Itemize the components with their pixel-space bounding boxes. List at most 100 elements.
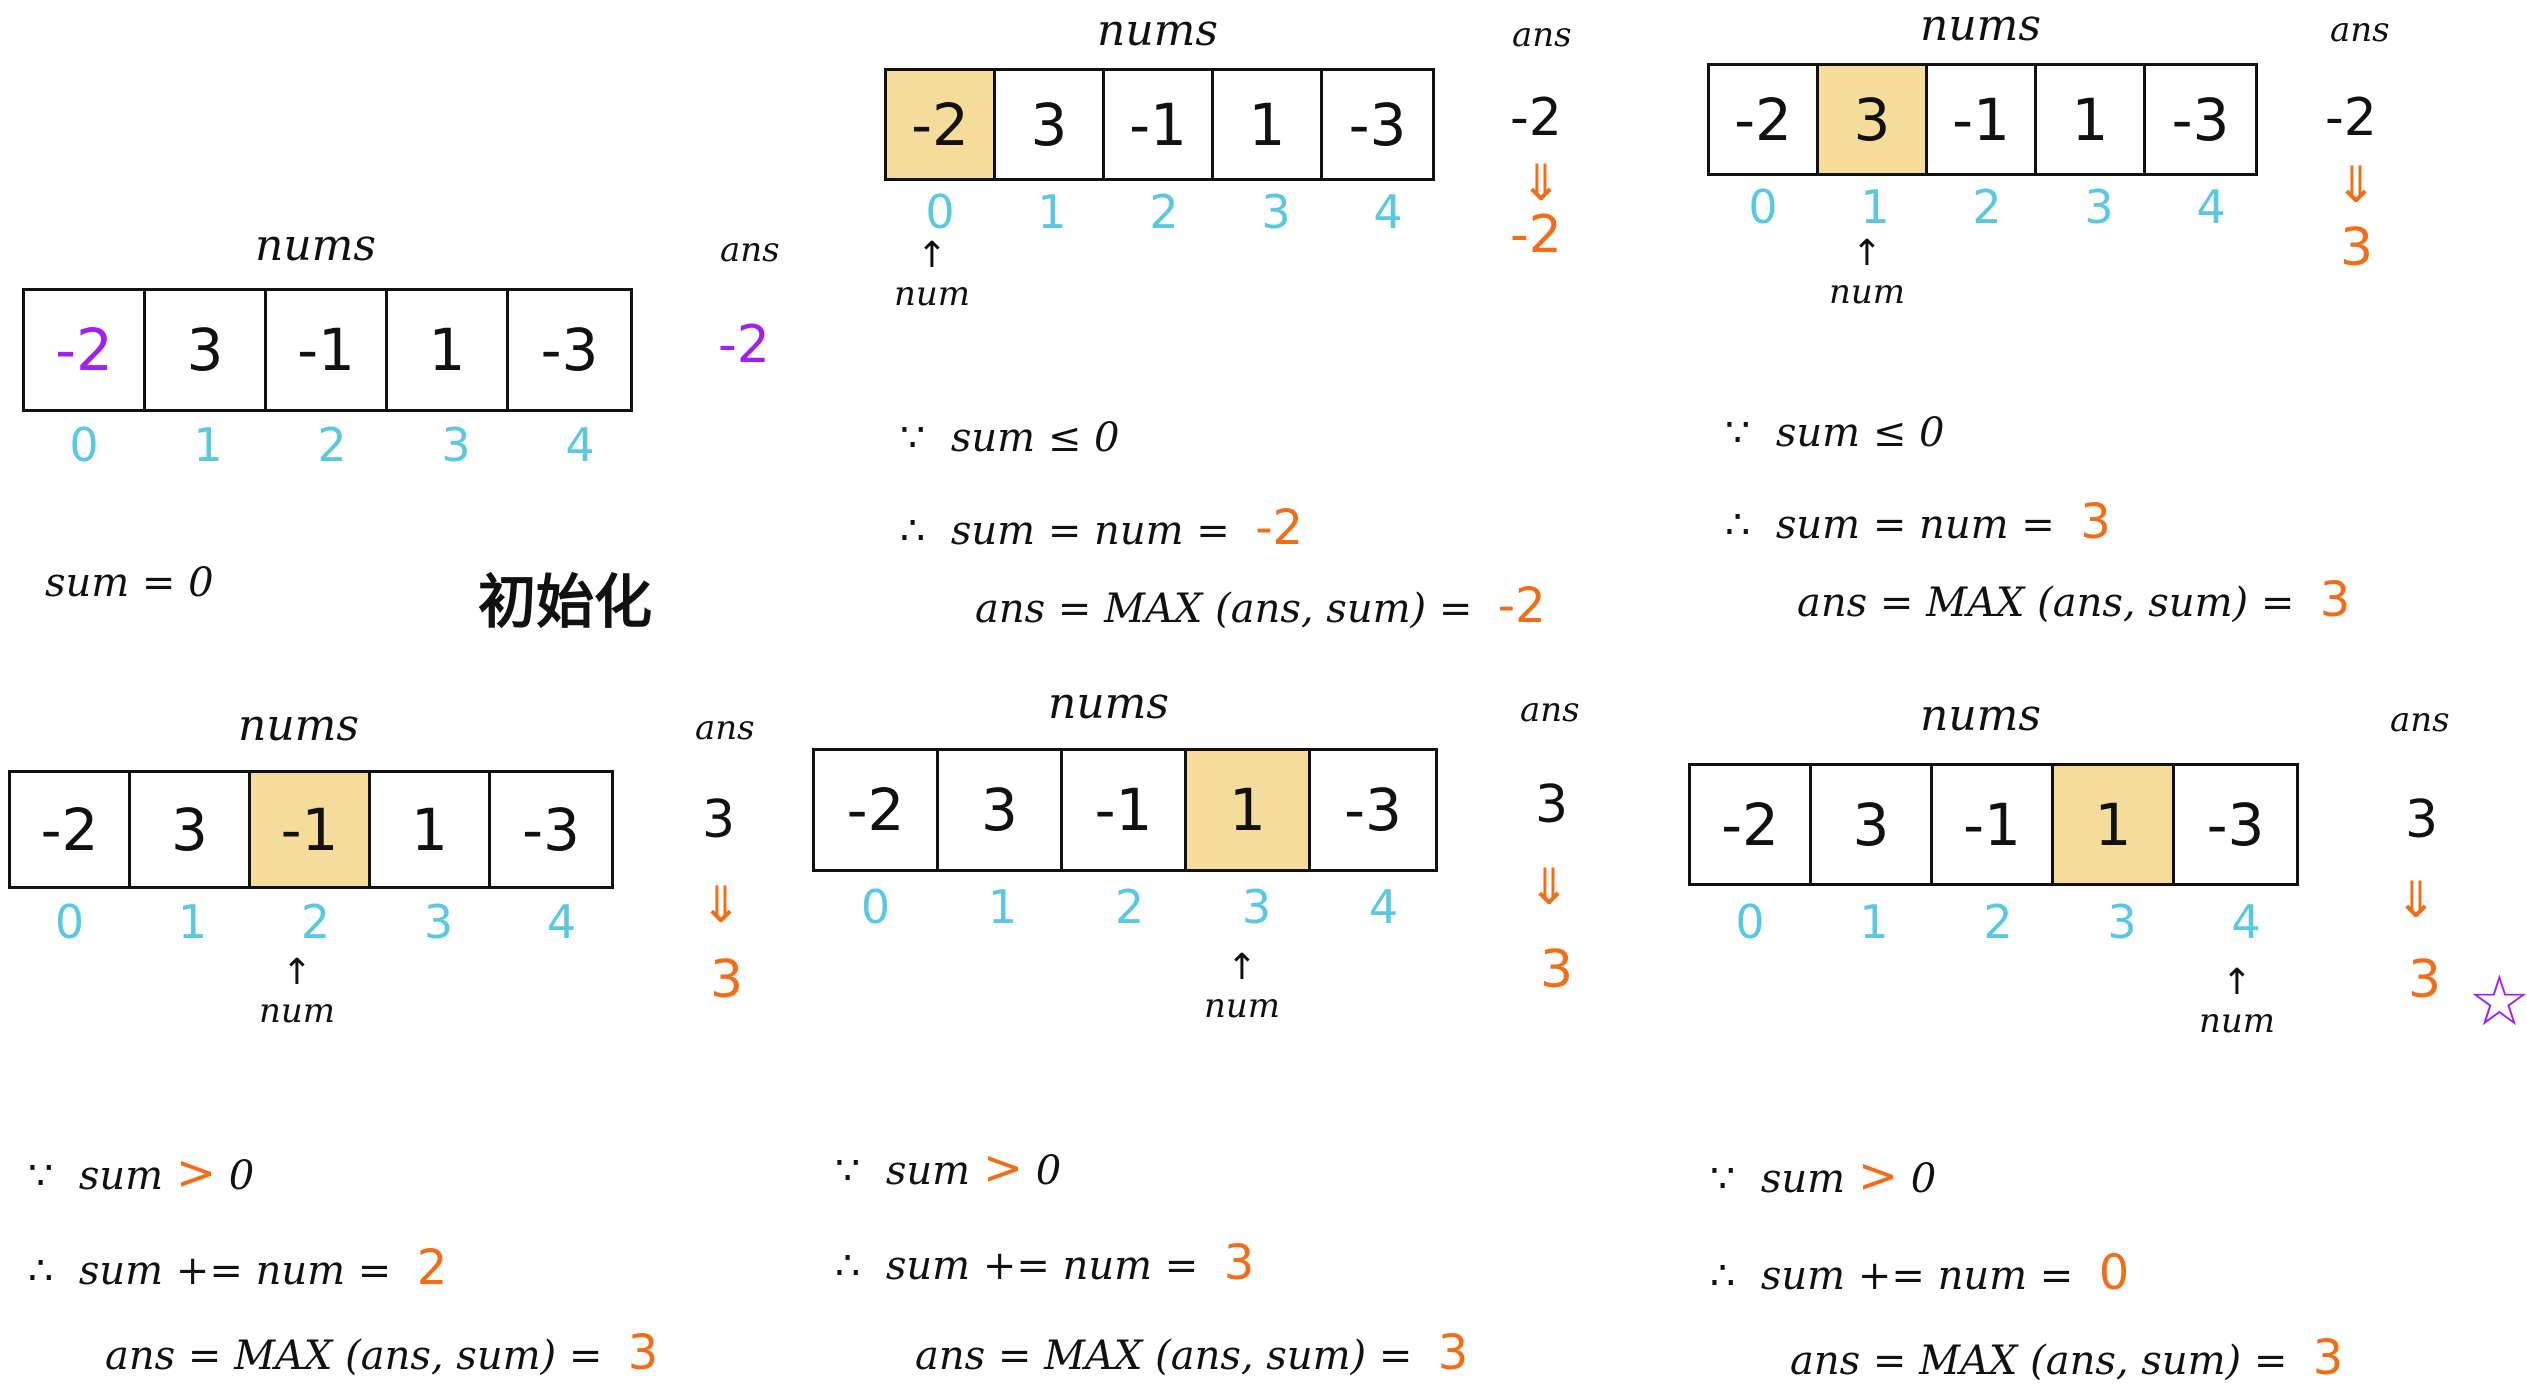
nums-label: nums — [1048, 678, 1169, 729]
array-cell-4: -3 — [1348, 90, 1407, 159]
array-cell-0: -2 — [11, 773, 131, 886]
index-2: 2 — [1114, 880, 1145, 934]
array-cell-3: 1 — [388, 291, 509, 409]
cond-line: ∵ sum > 0 — [28, 1145, 255, 1201]
ans-after: -2 — [1510, 205, 1562, 265]
array-cell-1: 3 — [1819, 66, 1928, 173]
array-cell-4: -3 — [2206, 790, 2265, 859]
ans-before: 3 — [702, 790, 736, 850]
index-4: 4 — [2231, 895, 2261, 949]
star-icon: ☆ — [2468, 960, 2527, 1042]
index-1: 1 — [1037, 185, 1067, 239]
num-pointer: ↑ num — [890, 235, 974, 315]
up-arrow-icon: ↑ — [916, 235, 948, 276]
index-0: 0 — [925, 185, 955, 239]
nums-array: -2 3 -1 1 -3 — [22, 288, 633, 412]
ans-label: ans — [695, 708, 755, 748]
init-note: 初始化 — [478, 568, 653, 636]
index-3: 3 — [441, 418, 471, 472]
index-row: 0 1 2 3 4 — [812, 880, 1447, 934]
ans-after: 3 — [1540, 940, 1574, 1000]
index-2: 2 — [317, 418, 347, 472]
index-3: 3 — [2084, 180, 2114, 234]
ans-line: ans = MAX (ans, sum) = 3 — [915, 1325, 1469, 1381]
ans-label: ans — [720, 230, 780, 270]
num-pointer: ↑ num — [1825, 233, 1909, 313]
index-row: 0 1 2 3 4 — [884, 185, 1444, 239]
index-1: 1 — [193, 418, 223, 472]
array-cell-4: -3 — [540, 316, 599, 384]
index-4: 4 — [2196, 180, 2226, 234]
down-arrow-icon: ⇓ — [1520, 154, 1562, 212]
index-row: 0 1 2 3 4 — [1688, 895, 2308, 949]
index-1: 1 — [987, 880, 1018, 934]
ans-label: ans — [2390, 700, 2450, 740]
index-row: 0 1 2 3 4 — [22, 418, 642, 472]
down-arrow-icon: ⇓ — [1528, 858, 1570, 916]
up-arrow-icon: ↑ — [1851, 233, 1883, 274]
ans-line: ans = MAX (ans, sum) = -2 — [975, 578, 1546, 634]
sum-init: sum = 0 — [45, 560, 214, 606]
nums-label: nums — [255, 220, 376, 271]
ans-after: 3 — [710, 950, 744, 1010]
array-cell-0: -2 — [815, 751, 939, 869]
ans-value: -2 — [718, 315, 770, 375]
nums-label: nums — [1920, 0, 2041, 51]
ans-before: 3 — [1535, 775, 1569, 835]
array-cell-2: -1 — [1933, 766, 2054, 883]
assign-line: ∴ sum = num = 3 — [1725, 494, 2111, 550]
num-pointer: ↑ num — [2195, 965, 2279, 1042]
index-1: 1 — [177, 895, 208, 949]
array-cell-2: -1 — [1063, 751, 1187, 869]
array-cell-3: 1 — [2054, 766, 2175, 883]
array-cell-3: 1 — [1214, 71, 1323, 178]
index-0: 0 — [860, 880, 891, 934]
index-2: 2 — [300, 895, 331, 949]
array-cell-3: 1 — [371, 773, 491, 886]
index-2: 2 — [1149, 185, 1179, 239]
down-arrow-icon: ⇓ — [700, 876, 742, 934]
num-pointer: ↑ num — [255, 952, 339, 1032]
cond-line: ∵ sum > 0 — [1710, 1148, 1937, 1204]
index-1: 1 — [1859, 895, 1889, 949]
ans-line: ans = MAX (ans, sum) = 3 — [105, 1325, 659, 1381]
nums-array: -2 3 -1 1 -3 — [1707, 63, 2258, 176]
index-3: 3 — [423, 895, 454, 949]
assign-line: ∴ sum += num = 3 — [835, 1235, 1255, 1291]
index-3: 3 — [1261, 185, 1291, 239]
array-cell-2: -1 — [1105, 71, 1214, 178]
index-2: 2 — [1972, 180, 2002, 234]
ans-line: ans = MAX (ans, sum) = 3 — [1790, 1330, 2344, 1386]
array-cell-1: 3 — [939, 751, 1063, 869]
array-cell-1: 3 — [146, 291, 267, 409]
array-cell-4: -3 — [1344, 776, 1402, 844]
array-cell-3: 1 — [1187, 751, 1311, 869]
index-0: 0 — [1735, 895, 1765, 949]
nums-label: nums — [238, 700, 359, 751]
array-cell-0: -2 — [887, 71, 996, 178]
array-cell-0: -2 — [1691, 766, 1812, 883]
ans-before: -2 — [1510, 88, 1562, 148]
cond-line: ∵ sum ≤ 0 — [1725, 410, 1945, 456]
ans-label: ans — [2330, 10, 2390, 50]
index-0: 0 — [69, 418, 99, 472]
index-4: 4 — [565, 418, 595, 472]
array-cell-4: -3 — [2171, 85, 2230, 154]
index-1: 1 — [1860, 180, 1890, 234]
up-arrow-icon: ↑ — [281, 952, 313, 993]
array-cell-2: -1 — [1928, 66, 2037, 173]
index-2: 2 — [1983, 895, 2013, 949]
cond-line: ∵ sum ≤ 0 — [900, 415, 1120, 461]
ans-after: 3 — [2340, 218, 2374, 278]
assign-line: ∴ sum += num = 2 — [28, 1240, 448, 1296]
ans-before: 3 — [2405, 790, 2439, 850]
index-0: 0 — [1748, 180, 1778, 234]
array-cell-0: -2 — [1710, 66, 1819, 173]
ans-line: ans = MAX (ans, sum) = 3 — [1797, 572, 2351, 628]
index-0: 0 — [54, 895, 85, 949]
index-4: 4 — [1368, 880, 1399, 934]
index-4: 4 — [1373, 185, 1403, 239]
nums-label: nums — [1097, 5, 1218, 56]
down-arrow-icon: ⇓ — [2335, 156, 2377, 214]
nums-array: -2 3 -1 1 -3 — [1688, 763, 2299, 886]
